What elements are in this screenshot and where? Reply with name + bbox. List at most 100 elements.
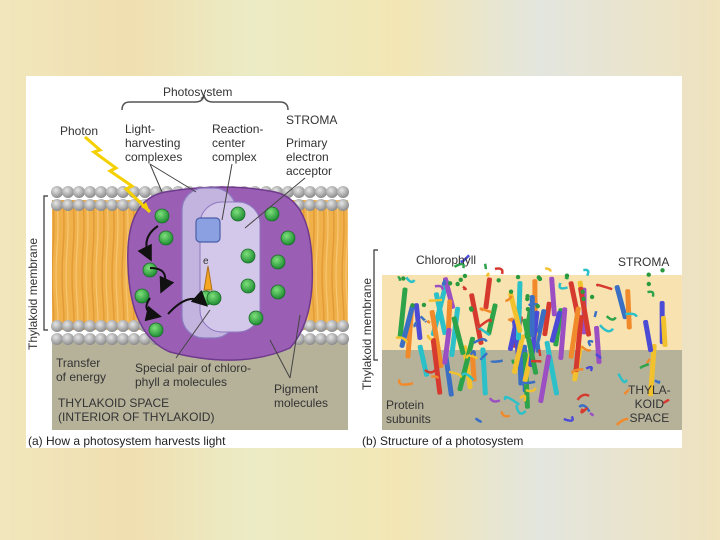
alpha-helix: [542, 301, 552, 337]
lipid-head: [326, 199, 338, 211]
alpha-helix: [568, 306, 581, 359]
alpha-helix: [660, 315, 668, 348]
alpha-helix: [643, 319, 654, 353]
special-pair-label: Special pair of chloro- phyll a molecule…: [135, 361, 252, 389]
alpha-helix: [483, 277, 492, 310]
lipid-head: [304, 186, 316, 198]
lipid-head: [326, 320, 338, 332]
protein-loop: [511, 359, 515, 364]
lipid-head: [337, 186, 349, 198]
lipid-head: [128, 199, 140, 211]
lipid-head: [315, 333, 327, 345]
primary-acceptor-label: Primary electron acceptor: [286, 136, 333, 178]
lipid-head: [62, 333, 74, 345]
alpha-helix: [558, 307, 568, 360]
alpha-helix: [573, 315, 584, 373]
protein-loop: [397, 379, 414, 386]
chlorophyll-molecule: [270, 254, 286, 270]
photosystem-title: Photosystem: [163, 85, 233, 99]
protein-loop: [483, 263, 488, 270]
lipid-head: [326, 186, 338, 198]
lipid-head: [73, 186, 85, 198]
thylakoid-space-label-a: THYLAKOID SPACE (INTERIOR OF THYLAKOID): [58, 396, 215, 424]
lipid-head: [84, 320, 96, 332]
alpha-helix: [442, 327, 452, 365]
chlorophyll-label: Chlorophyll: [416, 253, 477, 267]
chlorophyll-atom: [496, 278, 501, 283]
chlorophyll-molecule: [280, 230, 296, 246]
chlorophyll-molecule: [148, 322, 164, 338]
chlorophyll-atom: [525, 306, 531, 312]
protein-loop: [505, 295, 513, 302]
chlorophyll-atom: [515, 274, 521, 280]
protein-loop: [441, 279, 447, 286]
lipid-head: [84, 333, 96, 345]
protein-loop: [453, 262, 465, 269]
alpha-helix: [469, 293, 484, 345]
alpha-helix: [457, 336, 476, 392]
protein-loop: [426, 319, 431, 324]
thylakoid-membrane-label-b: Thylakoid membrane: [360, 277, 374, 390]
chlorophyll-molecule: [158, 230, 174, 246]
protein-loop: [623, 388, 631, 396]
lipid-head: [73, 199, 85, 211]
alpha-helix: [578, 286, 592, 337]
protein-loop: [647, 290, 655, 297]
protein-loop: [625, 312, 638, 318]
alpha-helix: [508, 292, 523, 333]
photosystem-bracket: [121, 94, 289, 111]
protein-loop: [488, 397, 501, 403]
alpha-helix: [529, 295, 535, 338]
lipid-head: [95, 333, 107, 345]
caption-b: (b) Structure of a photosystem: [362, 434, 524, 448]
transfer-energy-label: Transfer of energy: [56, 356, 107, 384]
chlorophyll-molecule: [264, 206, 280, 222]
protein-loop: [500, 411, 511, 418]
lipid-head: [95, 320, 107, 332]
alpha-helix: [417, 344, 430, 377]
protein-loop: [465, 354, 479, 360]
protein-loop: [587, 339, 594, 347]
chlorophyll-atom: [535, 303, 540, 309]
protein-loop: [525, 387, 537, 393]
chlorophyll-atom: [660, 268, 665, 273]
energy-transfer-arrows: [137, 225, 208, 322]
alpha-helix: [625, 289, 632, 330]
alpha-helix: [433, 292, 448, 336]
protein-subunits-label: Protein subunits: [386, 398, 431, 426]
lipid-head: [293, 186, 305, 198]
alpha-helix: [449, 306, 461, 358]
protein-loop: [595, 283, 613, 291]
lipid-head: [73, 320, 85, 332]
alpha-helix: [405, 308, 414, 359]
alpha-helix: [614, 285, 628, 320]
thylakoid-space-label-b: THYLA- KOID SPACE: [628, 383, 671, 425]
protein-loop: [538, 349, 542, 357]
lipid-head: [106, 199, 118, 211]
lipid-head: [315, 199, 327, 211]
lipid-head: [337, 320, 349, 332]
chlorophyll-atom: [421, 302, 427, 308]
lipid-head: [73, 333, 85, 345]
chlorophyll-atom: [536, 275, 541, 280]
protein-loop: [490, 359, 503, 364]
alpha-helix: [549, 310, 563, 343]
alpha-helix: [535, 309, 547, 343]
protein-loop: [593, 311, 598, 318]
chlorophyll-molecule: [154, 208, 170, 224]
protein-loop: [469, 350, 477, 356]
lipid-head: [51, 320, 63, 332]
stroma-label-a: STROMA: [286, 113, 338, 127]
protein-loop: [589, 412, 594, 417]
lipid-head: [304, 320, 316, 332]
protein-loop: [585, 365, 593, 372]
lipid-head: [106, 186, 118, 198]
lipid-head: [95, 186, 107, 198]
protein-loop: [545, 267, 552, 272]
chlorophyll-molecule: [270, 284, 286, 300]
protein-loop: [460, 254, 471, 264]
chlorophyll-atom: [564, 273, 570, 278]
alpha-helix: [549, 276, 557, 317]
protein-loop: [580, 406, 589, 414]
lipid-head: [304, 333, 316, 345]
